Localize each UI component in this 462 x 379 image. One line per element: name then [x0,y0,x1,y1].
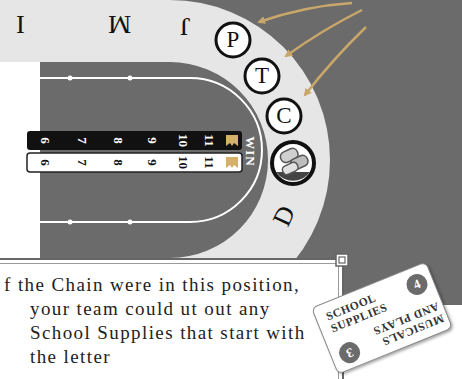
number-badge [336,339,363,366]
corner-ornament [333,251,351,269]
board-decoration [68,220,73,225]
board-decoration [276,172,310,181]
track-letter: C [265,97,303,135]
score-number: 9 [146,159,159,166]
point-number: 3 [335,338,364,367]
board-decoration [68,76,73,81]
track-letter: J [180,13,190,39]
score-number: 10 [177,134,190,147]
score-number: 6 [39,159,52,166]
score-number: 7 [76,159,89,166]
letter-space: P [214,21,252,59]
track-letter: P [214,21,252,59]
board-decoration [286,10,362,56]
win-label: WIN [243,136,256,166]
board-decoration [128,220,133,225]
board-decoration [305,27,366,95]
score-number: 8 [112,137,125,144]
chain-icon [272,142,314,184]
board-decoration [226,135,238,146]
score-number: 8 [112,159,125,166]
score-number: 9 [146,137,159,144]
board-decoration [226,157,238,168]
score-number: 10 [177,156,190,169]
ornament-square [336,254,348,266]
board-decoration [281,161,299,176]
score-row-dark [27,131,242,150]
point-badge: 3 [335,338,364,367]
crown-icons [226,135,238,168]
track-letter: T [243,57,281,95]
point-badge: 4 [403,270,432,299]
ornament-inner [339,257,345,263]
point-number: 4 [403,270,432,299]
letter-space: T [243,57,281,95]
score-number: 11 [202,156,215,168]
callout-box: f the Chain were in this position, your … [0,258,344,379]
board-decoration [259,3,352,22]
board-decoration [272,142,314,184]
track-letter: I [16,11,25,37]
callout-text: f the Chain were in this position, your … [30,273,326,369]
letter-space: C [265,97,303,135]
track-letter: M [108,11,131,37]
number-badge [403,271,430,298]
board-decoration [128,76,133,81]
score-number: 6 [39,137,52,144]
score-row-light [27,153,242,172]
score-number: 11 [202,134,215,146]
score-number: 7 [76,137,89,144]
